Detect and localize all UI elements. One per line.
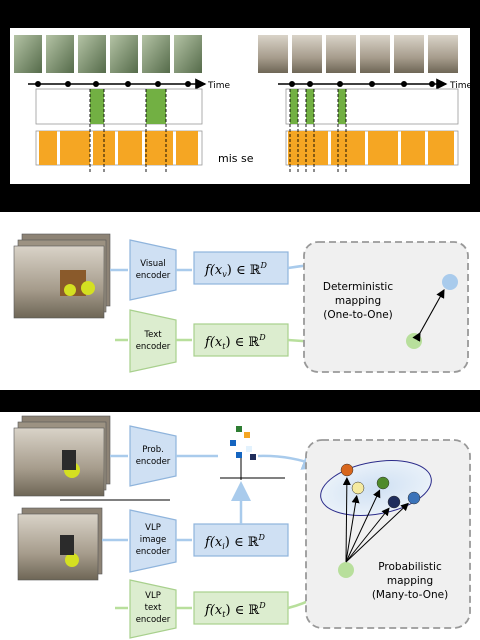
vlp-text-encoder-line2: text (145, 603, 162, 613)
text-embedding: f(xt) ∈ ℝD (193, 323, 289, 357)
deterministic-mapping-line1: Deterministic (323, 281, 393, 293)
vlp-image-embedding: f(xi) ∈ ℝD (193, 523, 289, 557)
vlp-text-encoder-line1: VLP (145, 591, 161, 601)
vlp-text-embedding-formula: f(xt) ∈ ℝD (204, 601, 266, 619)
many-to-one-arrow-blue (345, 502, 409, 563)
prob-dot-green (376, 476, 390, 490)
text-anchor-point (338, 562, 354, 578)
visual-encoder-line1: Visual (140, 259, 165, 269)
many-to-one-arrow-navy (345, 507, 390, 563)
text-encoder-line1: Text (143, 330, 162, 340)
vlp-image-encoder-line1: VLP (145, 523, 161, 533)
vlp-text-encoder-line3: encoder (136, 615, 171, 625)
prob-encoder-line2: encoder (136, 457, 171, 467)
deterministic-section: Visual encoder f(xv) ∈ ℝD Text encoder f… (0, 212, 480, 390)
text-embedding-formula: f(xt) ∈ ℝD (204, 333, 266, 351)
prob-dot-orange (340, 463, 354, 477)
visual-embedding: f(xv) ∈ ℝD (193, 251, 289, 285)
prob-dot-navy (387, 495, 401, 509)
deterministic-mapping-line2: mapping (335, 295, 381, 307)
visual-encoder: Visual encoder (129, 239, 177, 301)
many-to-one-arrow-green (345, 489, 381, 563)
vlp-video-frames (17, 507, 103, 581)
text-encoder-line2: encoder (136, 342, 171, 352)
vlp-image-encoder-line2: image (140, 535, 166, 545)
probabilistic-section: Prob. encoder VLP image enco (0, 412, 480, 640)
left-timeline: Time (28, 78, 230, 91)
text-point (406, 333, 422, 349)
prob-video-frames (13, 415, 111, 497)
vlp-image-encoder: VLP image encoder (129, 509, 177, 573)
one-to-one-link (412, 289, 445, 342)
partial-caption: mis se (218, 152, 254, 165)
prob-encoder: Prob. encoder (129, 425, 177, 487)
deterministic-video-frames (13, 233, 111, 319)
prob-dots-group (340, 463, 421, 563)
prob-mapping-line3: (Many-to-One) (372, 589, 448, 601)
many-to-one-arrow-yellow (345, 494, 360, 563)
right-time-label: Time (449, 81, 472, 91)
right-timeline: Time (278, 78, 472, 91)
left-video-strip (14, 35, 202, 73)
left-highlight-track (35, 88, 203, 125)
deterministic-mapping-line3: (One-to-One) (323, 309, 393, 321)
text-encoder: Text encoder (129, 309, 177, 373)
right-highlight-track (285, 88, 459, 125)
right-score-track (285, 89, 459, 174)
many-to-one-arrow-orange (342, 476, 351, 563)
prob-encoder-line1: Prob. (142, 445, 164, 455)
deterministic-embedding-space: Deterministic mapping (One-to-One) (303, 241, 469, 373)
visual-embedding-formula: f(xv) ∈ ℝD (204, 261, 268, 279)
vlp-text-encoder: VLP text encoder (129, 579, 177, 639)
left-score-track (35, 89, 203, 174)
prob-mapping-line1: Probabilistic (378, 561, 442, 573)
prob-embedding-glyph (220, 426, 285, 480)
prob-dot-blue (407, 491, 421, 505)
right-video-strip (258, 35, 458, 73)
vlp-text-embedding: f(xt) ∈ ℝD (193, 591, 289, 625)
visual-encoder-line2: encoder (136, 271, 171, 281)
prob-dot-yellow (351, 481, 365, 495)
vlp-image-embedding-formula: f(xi) ∈ ℝD (204, 533, 266, 551)
vlp-image-encoder-line3: encoder (136, 547, 171, 557)
probabilistic-embedding-space: Probabilistic mapping (Many-to-One) (305, 439, 471, 629)
top-panel: Time (10, 28, 472, 184)
left-time-label: Time (207, 81, 230, 91)
prob-mapping-line2: mapping (387, 575, 433, 587)
visual-point (442, 274, 458, 290)
